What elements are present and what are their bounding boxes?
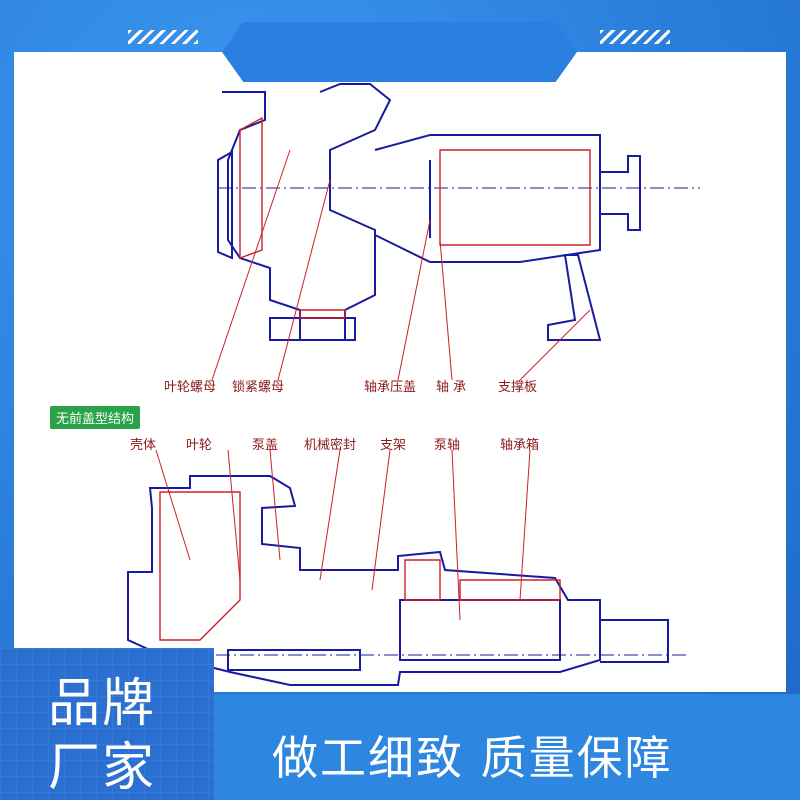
- bottom-bearing-box: [399, 599, 561, 661]
- brand-box: [0, 648, 214, 800]
- label-lock-nut: 锁紧螺母: [232, 380, 285, 395]
- top-support-plate: [547, 254, 602, 341]
- label-impeller: 叶轮: [186, 438, 213, 453]
- label-bracket: 支架: [380, 438, 407, 453]
- label-casing: 壳体: [130, 438, 157, 453]
- top-inlet-flange: [217, 150, 233, 260]
- bottom-red-casing: [159, 491, 241, 641]
- slogan-bar: [214, 694, 800, 800]
- top-bearing-housing: [374, 134, 601, 263]
- slogan-text: 做工细致 质量保障: [272, 731, 673, 785]
- top-coupling: [600, 155, 641, 231]
- top-red-section: [239, 116, 346, 319]
- banner-hatch-right: [600, 30, 670, 44]
- label-mech-seal: 机械密封: [304, 438, 357, 453]
- label-shaft: 泵轴: [434, 438, 461, 453]
- label-support-plate: 支撑板: [498, 380, 538, 395]
- top-foot: [269, 317, 356, 341]
- label-impeller-nut: 叶轮螺母: [164, 380, 217, 395]
- top-casing-outline: [222, 83, 392, 341]
- bottom-red-section: [404, 559, 561, 601]
- label-bearing-gland: 轴承压盖: [364, 380, 417, 395]
- label-bearing: 轴 承: [436, 380, 467, 395]
- banner-hatch-left: [128, 30, 198, 44]
- brand-text: 品牌 厂家: [48, 672, 156, 800]
- brand-line-2: 厂家: [48, 738, 157, 798]
- section-tag: 无前盖型结构: [50, 406, 141, 429]
- bottom-seal-ribs: [227, 649, 361, 671]
- label-bearing-box: 轴承箱: [500, 438, 540, 453]
- title-banner: [222, 22, 577, 82]
- top-red-bearing: [439, 149, 591, 246]
- brand-line-1: 品牌: [48, 674, 157, 734]
- top-bearing-lines: [429, 160, 601, 238]
- bottom-shaft-end: [600, 619, 669, 663]
- label-pump-cover: 泵盖: [252, 438, 279, 453]
